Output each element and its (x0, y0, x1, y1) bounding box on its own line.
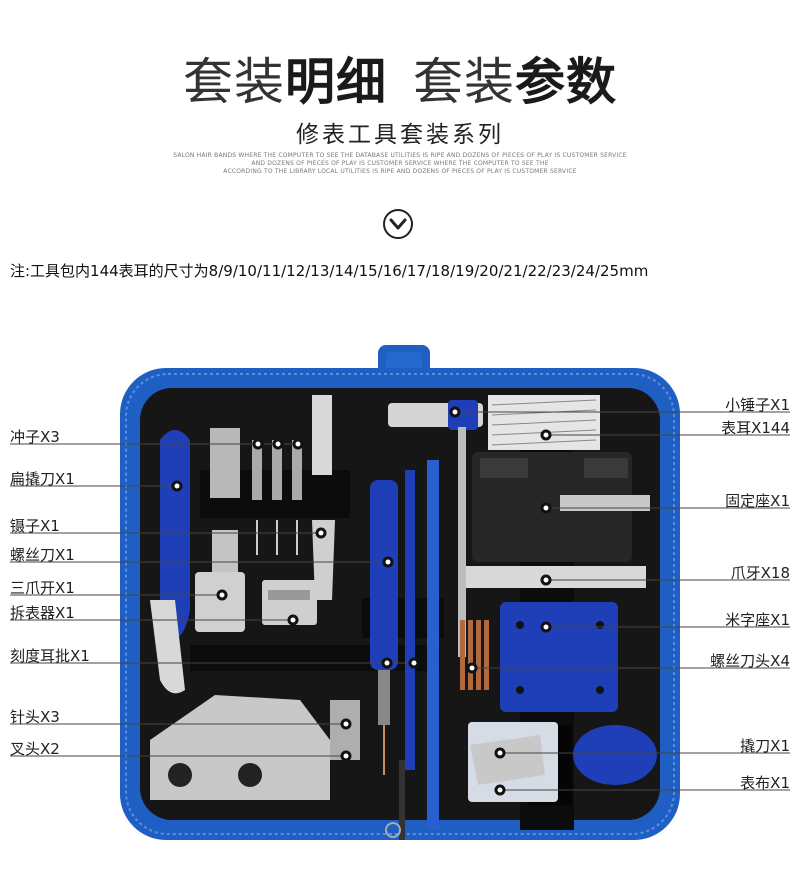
pry-tool (470, 735, 545, 785)
subtitle: 修表工具套装系列 (296, 122, 504, 148)
holder-claws (466, 566, 646, 588)
label-cloth: 表布X1 (740, 774, 790, 792)
label-hammer: 小锤子X1 (725, 396, 790, 414)
punch-holder (210, 428, 240, 498)
label-pin-heads: 针头X3 (10, 708, 60, 726)
chevron-down-icon (383, 209, 413, 239)
pry-knife (160, 430, 190, 640)
title-part1-bold: 明细 (285, 53, 387, 111)
fine-print-line-1: SALON HAIR BANDS WHERE THE COMPUTER TO S… (173, 152, 627, 159)
screwdriver-bits (460, 620, 489, 690)
label-bits: 螺丝刀头X4 (710, 652, 790, 670)
page-title: 套装明细套装参数 (0, 50, 800, 114)
flat-tool (312, 395, 332, 475)
label-tweezers: 镊子X1 (10, 517, 60, 535)
label-pry-tool: 撬刀X1 (740, 737, 790, 755)
label-flat-pry-knife: 扁撬刀X1 (10, 470, 75, 488)
fine-print-line-3: ACCORDING TO THE LIBRARY LOCAL UTILITIES… (223, 168, 577, 175)
screwdriver (370, 480, 398, 670)
label-fork-heads: 叉头X2 (10, 740, 60, 758)
label-case-holder: 固定座X1 (725, 492, 790, 510)
case-holder (472, 452, 632, 562)
cross-holder (500, 602, 618, 712)
spring-bar-tool (405, 470, 415, 770)
title-part1-light: 套装 (183, 53, 285, 111)
title-part2-light: 套装 (413, 53, 515, 111)
label-three-claw: 三爪开X1 (10, 579, 75, 597)
label-claws: 爪牙X18 (730, 564, 790, 582)
elastic-strap (190, 645, 440, 671)
three-claw-opener (195, 572, 245, 632)
fine-print-line-2: AND DOZENS OF PIECES OF PLAY IS CUSTOMER… (251, 160, 549, 167)
label-screwdriver: 螺丝刀X1 (10, 546, 75, 564)
label-spring-bars: 表耳X144 (721, 419, 790, 437)
size-note: 注:工具包内144表耳的尺寸为8/9/10/11/12/13/14/15/16/… (10, 262, 649, 280)
title-part2-bold: 参数 (515, 53, 617, 111)
label-scale-tool: 刻度耳批X1 (10, 647, 90, 665)
label-remover: 拆表器X1 (10, 604, 75, 622)
case-opener (150, 695, 330, 800)
label-punch: 冲子X3 (10, 428, 60, 446)
label-cross-holder: 米字座X1 (725, 611, 790, 629)
